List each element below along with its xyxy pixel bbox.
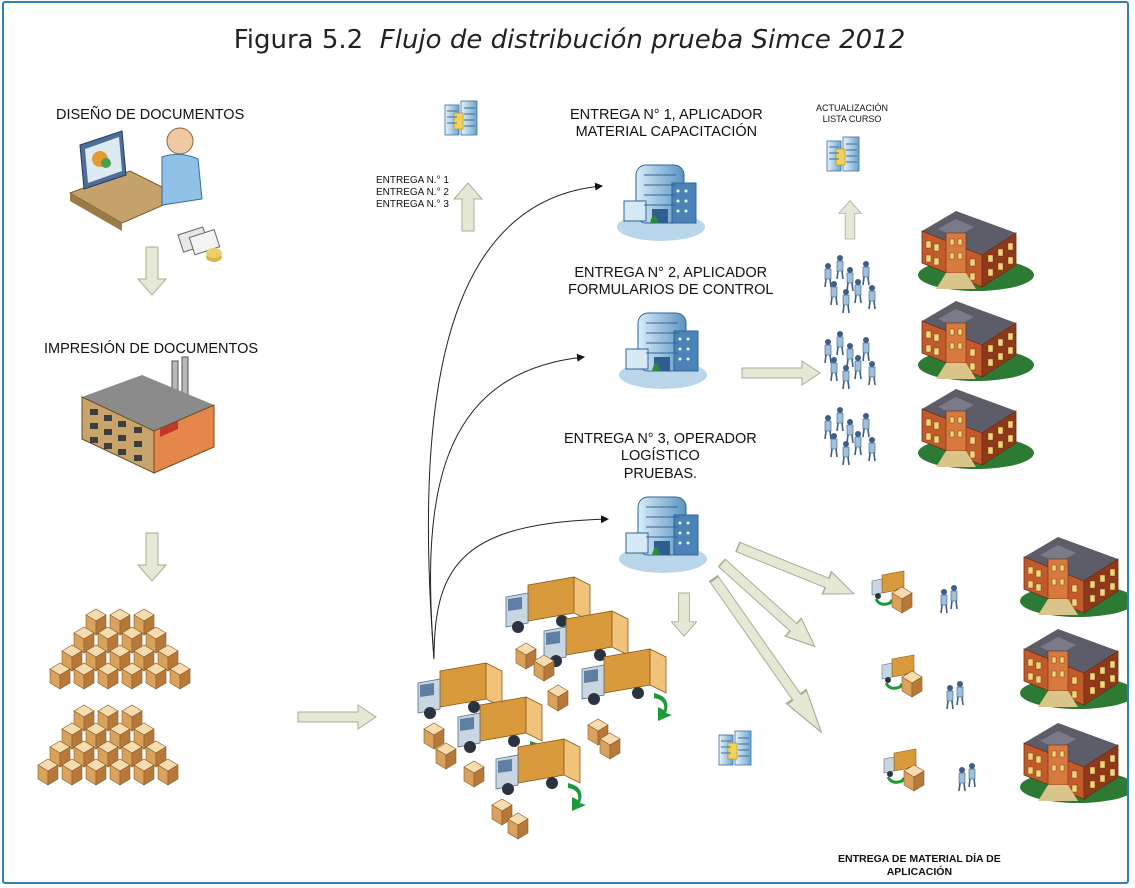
figure-label: Figura 5.2 xyxy=(233,25,364,55)
delivery-3-line: ENTREGA N° 3, OPERADOR xyxy=(564,431,757,447)
server-icon xyxy=(826,136,860,172)
curved-arrows xyxy=(427,182,609,660)
box-icon xyxy=(61,758,83,786)
office-building-icon xyxy=(618,312,708,390)
people-pair-icon xyxy=(946,680,964,710)
people-group-icon xyxy=(825,255,875,313)
delivery-2-line: FORMULARIOS DE CONTROL xyxy=(568,282,774,299)
delivery-3-label: ENTREGA N° 3, OPERADOR LOGÍSTICO PRUEBAS… xyxy=(564,431,757,483)
arrow-down xyxy=(670,592,698,637)
arrow-right xyxy=(741,360,821,386)
delivery-2-label: ENTREGA N° 2, APLICADOR FORMULARIOS DE C… xyxy=(568,265,773,300)
office-building-icon xyxy=(618,496,708,574)
office-building-icon xyxy=(616,164,706,242)
update-line: LISTA CURSO xyxy=(822,113,882,124)
delivery-1-line: MATERIAL CAPACITACIÓN xyxy=(575,124,758,141)
box-icon xyxy=(37,758,59,786)
figure-title: Figura 5.2 Flujo de distribución prueba … xyxy=(4,25,1127,55)
factory-icon xyxy=(81,356,215,474)
delivery-list-item: ENTREGA N.° 3 xyxy=(376,199,449,210)
server-icon xyxy=(444,100,478,136)
delivery-list-item: ENTREGA N.° 1 xyxy=(376,175,449,186)
box-icon xyxy=(73,662,95,690)
delivery-3-line: LOGÍSTICO xyxy=(620,448,700,465)
delivery-2-line: ENTREGA N° 2, APLICADOR xyxy=(574,265,768,281)
box-icon xyxy=(133,758,155,786)
box-icon xyxy=(157,758,179,786)
delivery-truck-icon xyxy=(882,655,922,697)
arrow-up xyxy=(838,200,862,240)
school-building-icon xyxy=(1019,536,1127,618)
delivery-list-item: ENTREGA N.° 2 xyxy=(376,187,449,198)
box-stack-icon xyxy=(37,608,191,786)
school-building-icon xyxy=(917,300,1035,382)
stage-printing-label: IMPRESIÓN DE DOCUMENTOS xyxy=(44,341,259,357)
box-icon xyxy=(169,662,191,690)
delivery-list: ENTREGA N.° 1 ENTREGA N.° 2 ENTREGA N.° … xyxy=(376,175,449,211)
update-label: ACTUALIZACIÓN LISTA CURSO xyxy=(816,103,888,125)
box-icon xyxy=(121,662,143,690)
people-pair-icon xyxy=(958,762,976,792)
stage-design-label: DISEÑO DE DOCUMENTOS xyxy=(56,107,245,123)
box-icon xyxy=(85,758,107,786)
delivery-truck-icon xyxy=(872,571,912,613)
designer-at-desk-icon xyxy=(68,127,222,262)
server-icon xyxy=(718,730,752,766)
update-line: ACTUALIZACIÓN xyxy=(816,103,889,113)
box-icon xyxy=(97,662,119,690)
people-group-icon xyxy=(825,407,875,465)
arrow-down xyxy=(137,532,167,582)
arrow-right xyxy=(297,704,377,730)
delivery-1-label: ENTREGA N° 1, APLICADOR MATERIAL CAPACIT… xyxy=(570,107,763,142)
school-building-icon xyxy=(1019,722,1127,804)
delivery-3-line: PRUEBAS. xyxy=(623,465,698,482)
application-day-label: ENTREGA DE MATERIAL DÍA DE APLICACIÓN xyxy=(838,853,1001,878)
school-building-icon xyxy=(1019,628,1127,710)
distribution-flow-diagram xyxy=(37,100,1127,840)
application-day-line: APLICACIÓN xyxy=(886,865,953,878)
school-building-icon xyxy=(917,388,1035,470)
box-icon xyxy=(145,662,167,690)
delivery-1-line: ENTREGA N° 1, APLICADOR xyxy=(570,107,763,123)
people-group-icon xyxy=(825,331,875,389)
box-icon xyxy=(109,758,131,786)
delivery-truck-icon xyxy=(884,749,924,791)
box-icon xyxy=(49,662,71,690)
people-pair-icon xyxy=(940,584,958,614)
arrow-up xyxy=(453,182,483,232)
figure-caption: Flujo de distribución prueba Simce 2012 xyxy=(379,25,906,55)
truck-fleet-icon xyxy=(417,576,673,840)
arrow-down xyxy=(137,246,167,296)
school-building-icon xyxy=(917,210,1035,292)
application-day-line: ENTREGA DE MATERIAL DÍA DE xyxy=(838,853,1001,865)
